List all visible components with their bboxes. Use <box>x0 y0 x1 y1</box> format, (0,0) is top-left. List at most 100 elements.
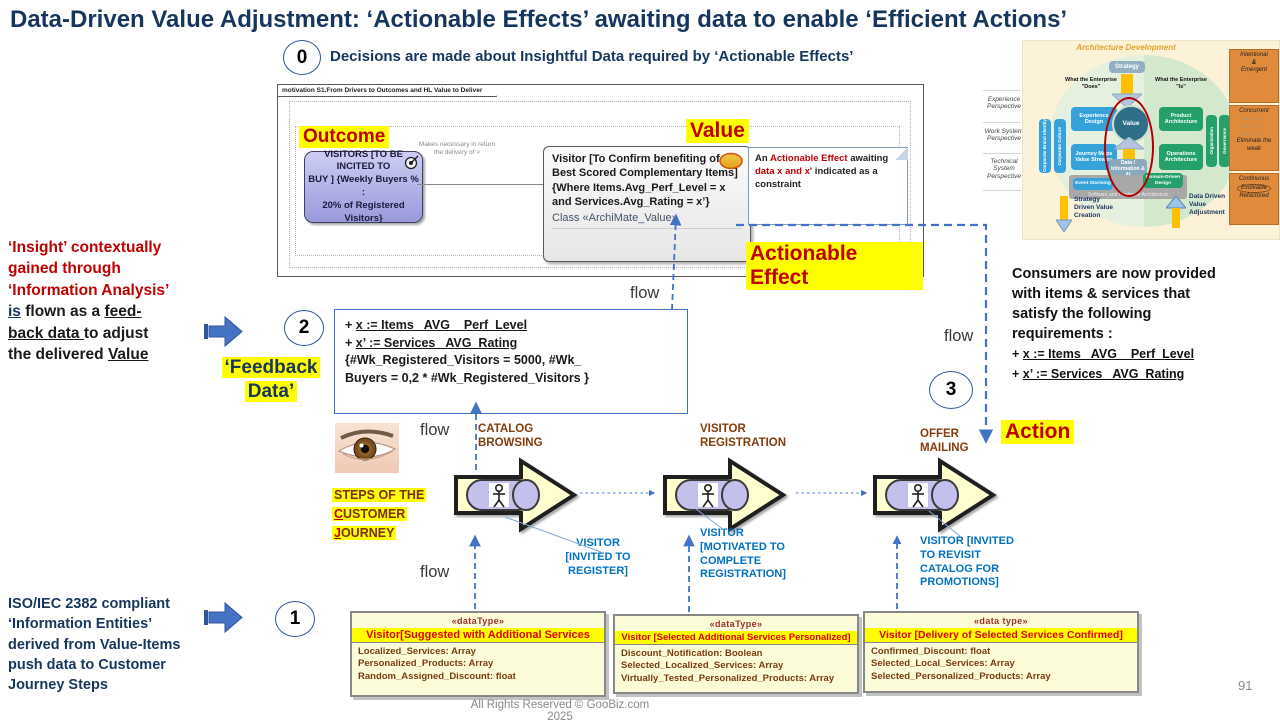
insight-underline: is <box>8 303 21 321</box>
goal-line: VISITORS [TO BE INCITED TO <box>324 148 403 173</box>
feedback-label-line: ‘Feedback <box>221 357 321 378</box>
step-2-number: 2 <box>298 317 310 338</box>
visitor-label-line: VISITOR <box>576 537 620 549</box>
insight-text-part: to adjust <box>83 324 149 342</box>
value-line: and Services.Avg_Rating = x’} <box>552 195 710 208</box>
visitor-label-line: VISITOR [INVITED <box>920 535 1014 547</box>
arch-panel-concurrent: Concurrent → → → → → → → → → Eliminate t… <box>1229 105 1279 171</box>
iso-line: push data to Customer <box>8 656 166 673</box>
value-line: Visitor [To Confirm benefiting of <box>552 153 720 165</box>
feedback-data-box: + x := Items_ AVG__Perf_Level + x’ := Se… <box>334 309 688 414</box>
arch-data-driven-arrow-icon <box>1166 196 1186 228</box>
panel-text: Intentional <box>1240 52 1268 58</box>
insight-red-line: ‘Information Analysis’ <box>8 281 170 299</box>
visitor-label-line: PROMOTIONS] <box>920 576 999 589</box>
steps-label-line: USTOMER <box>343 506 406 521</box>
goal-line: BUY ] {Weekly Buyers % : <box>308 174 419 198</box>
arch-governance-box: Governance <box>1219 115 1230 167</box>
actor-icon <box>912 483 924 508</box>
visitor-label-line: VISITOR <box>700 527 744 539</box>
architecture-development-image: Architecture Development Strategy What t… <box>1022 40 1280 240</box>
arch-red-ellipse <box>1104 97 1154 197</box>
insight-red-line: gained through <box>8 260 121 278</box>
step-visitor-registration-label: VISITOR REGISTRATION <box>700 423 786 451</box>
step-catalog-browsing-label: CATALOG BROWSING <box>478 423 543 451</box>
datatype-stereotype: «data type» <box>974 616 1028 626</box>
arch-product-architecture-box: Product Architecture <box>1159 107 1203 131</box>
consumers-line: Consumers are now provided <box>1012 266 1216 282</box>
insight-text-part: the delivered <box>8 345 108 363</box>
arch-experience-design-box: Experience Design <box>1071 107 1117 131</box>
note-text-red: data x and x' <box>755 165 813 177</box>
datatype-attr: Virtually_Tested_Personalized_Products: … <box>621 672 835 684</box>
value-line: {Where Items.Avg_Perf_Level = x <box>552 181 726 194</box>
iso-line: derived from Value-Items <box>8 636 181 653</box>
visitor-label-line: REGISTRATION] <box>700 568 786 581</box>
datatype-stereotype: «dataType» <box>709 619 763 629</box>
requirement-line: + <box>1012 367 1023 381</box>
panel-arrows: → → → <box>1243 130 1265 137</box>
panel-text: Eliminate the weak <box>1236 138 1272 152</box>
step-name-line: BROWSING <box>478 436 543 449</box>
eye-photo <box>335 423 399 473</box>
actionable-effect-note: An Actionable Effect awaiting data x and… <box>748 147 908 225</box>
insight-underline: Value <box>107 345 149 363</box>
step-0-number: 0 <box>296 46 308 68</box>
dotted-frame-outer <box>289 101 911 268</box>
feedback-data-label: ‘Feedback Data’ <box>213 356 329 404</box>
perspective-technical: Technical System Perspective <box>987 158 1021 180</box>
flow-label-2: flow <box>420 421 450 439</box>
consumers-line: requirements : <box>1012 326 1113 342</box>
value-class-label: Class «ArchiMate_Value» <box>552 211 742 230</box>
step-name-line: OFFER <box>920 428 959 440</box>
visitor-label-line: [INVITED TO <box>565 550 631 563</box>
step-0-text: Decisions are made about Insightful Data… <box>330 48 854 65</box>
note-text: awaiting <box>847 153 889 164</box>
steps-label-line: STEPS OF THE <box>332 488 427 502</box>
arch-strategy-box: Strategy <box>1109 61 1145 73</box>
datatype-title: Visitor [Delivery of Selected Services C… <box>865 628 1137 643</box>
journey-arrow-offer-mailing <box>872 457 997 533</box>
visitor-label-line: CATALOG FOR <box>920 562 1000 575</box>
insight-block-arrow-icon <box>204 315 243 348</box>
actionable-effect-label: Actionable Effect <box>746 242 923 291</box>
flow-label-1: flow <box>630 284 660 302</box>
step-2-badge: 2 <box>284 310 324 346</box>
panel-text: Concurrent <box>1239 108 1269 114</box>
note-text-red: Actionable Effect <box>769 153 848 164</box>
steps-label-initial: J <box>334 525 341 540</box>
feedback-line: + <box>345 318 356 332</box>
goal-icon <box>404 155 419 170</box>
panel-text: Continuous <box>1238 176 1270 182</box>
datatype-attr: Random_Assigned_Discount: float <box>358 670 516 682</box>
steps-label-line: OURNEY <box>340 525 395 540</box>
consumers-line: satisfy the following <box>1012 306 1152 322</box>
arch-box-label: Corporate Culture <box>1057 126 1063 166</box>
datatype-attr: Discount_Notification: Boolean <box>621 648 763 659</box>
journey-arrow-catalog-browsing <box>453 457 578 533</box>
panel-text: & <box>1251 59 1257 66</box>
iso-line: Journey Steps <box>8 677 108 694</box>
outcome-goal-box: VISITORS [TO BE INCITED TO BUY ] {Weekly… <box>304 148 423 224</box>
relation-label: Makes necessary in return the delivery o… <box>418 141 496 157</box>
note-text: An <box>755 153 770 164</box>
note-folded-corner-icon <box>895 147 908 160</box>
step-1-badge: 1 <box>275 601 315 637</box>
step-name-line: VISITOR <box>700 423 746 435</box>
note-text: constraint <box>755 178 801 190</box>
perspective-work-system: Work System Perspective <box>984 128 1024 143</box>
requirement-line-underlined: x := Items_ AVG__Perf_Level <box>1022 347 1195 361</box>
datatype-attr: Selected_Personalized_Products: Array <box>871 670 1051 682</box>
arch-title: Architecture Development <box>1076 43 1176 52</box>
insight-text: ‘Insight’ contextually gained through ‘I… <box>8 237 238 365</box>
visitor-motivated-label: VISITOR [MOTIVATED TO COMPLETE REGISTRAT… <box>700 527 835 582</box>
outcome-label: Outcome <box>299 126 390 148</box>
insight-underline: feed- <box>104 303 142 321</box>
datatype-title: Visitor [Selected Additional Services Pe… <box>615 631 857 645</box>
flow-label-3: flow <box>420 563 450 581</box>
step-0-badge: 0 <box>283 40 321 75</box>
arch-corporate-brand-box: Corporate Brand Identity <box>1039 119 1051 173</box>
datatype-box-confirmed: «data type» Visitor [Delivery of Selecte… <box>863 611 1139 693</box>
steps-label-initial: C <box>334 506 344 521</box>
